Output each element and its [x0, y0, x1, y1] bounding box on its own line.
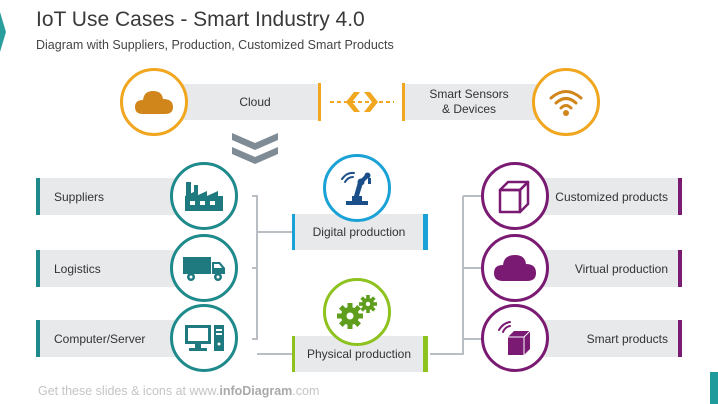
customized-products-circle — [481, 162, 549, 230]
bidirectional-arrow-icon — [330, 92, 394, 112]
footer-credit: Get these slides & icons at www.infoDiag… — [38, 384, 319, 398]
page-subtitle: Diagram with Suppliers, Production, Cust… — [36, 38, 394, 52]
footer-prefix: Get these slides & icons at www. — [38, 384, 220, 398]
cloud-icon — [135, 91, 173, 114]
virtual-production-circle — [481, 234, 549, 302]
wifi-icon — [549, 90, 583, 116]
sensors-bar-accent — [402, 83, 405, 121]
sensors-label-line2: & Devices — [441, 102, 497, 116]
suppliers-label: Suppliers — [54, 189, 105, 204]
customized-products-label: Customized products — [555, 189, 668, 204]
cloud-icon — [494, 255, 536, 281]
sensors-circle — [532, 68, 600, 136]
cloud-label: Cloud — [239, 95, 271, 109]
cloud-bar-accent — [318, 83, 321, 121]
sensors-label-line1: Smart Sensors — [429, 87, 509, 101]
footer-suffix: .com — [292, 384, 320, 398]
virtual-production-label: Virtual production — [574, 261, 668, 276]
corner-accent-bar — [710, 372, 718, 404]
footer-brand: infoDiagram — [219, 384, 293, 398]
digital-production-circle — [323, 154, 391, 222]
computer-server-circle — [170, 304, 238, 372]
physical-production-label: Physical production — [306, 347, 412, 361]
computer-server-label: Computer/Server — [54, 331, 146, 346]
digital-production-label: Digital production — [312, 225, 406, 239]
cloud-circle — [120, 68, 188, 136]
logistics-circle — [170, 234, 238, 302]
robot-arm-icon — [341, 171, 371, 205]
title-accent-marker — [0, 12, 6, 52]
computer-icon — [185, 325, 224, 351]
suppliers-circle — [170, 162, 238, 230]
gears-icon — [337, 295, 377, 329]
smart-products-label: Smart products — [586, 331, 668, 346]
physical-production-circle — [323, 278, 391, 346]
factory-icon — [185, 182, 223, 211]
smart-products-circle — [481, 304, 549, 372]
logistics-label: Logistics — [54, 261, 101, 276]
truck-icon — [183, 257, 225, 281]
box-icon — [498, 180, 530, 214]
page-title: IoT Use Cases - Smart Industry 4.0 — [36, 8, 365, 31]
digital-production-bar: Digital production — [292, 214, 428, 250]
smart-box-icon — [498, 321, 531, 355]
chevron-down-icon — [232, 133, 278, 164]
